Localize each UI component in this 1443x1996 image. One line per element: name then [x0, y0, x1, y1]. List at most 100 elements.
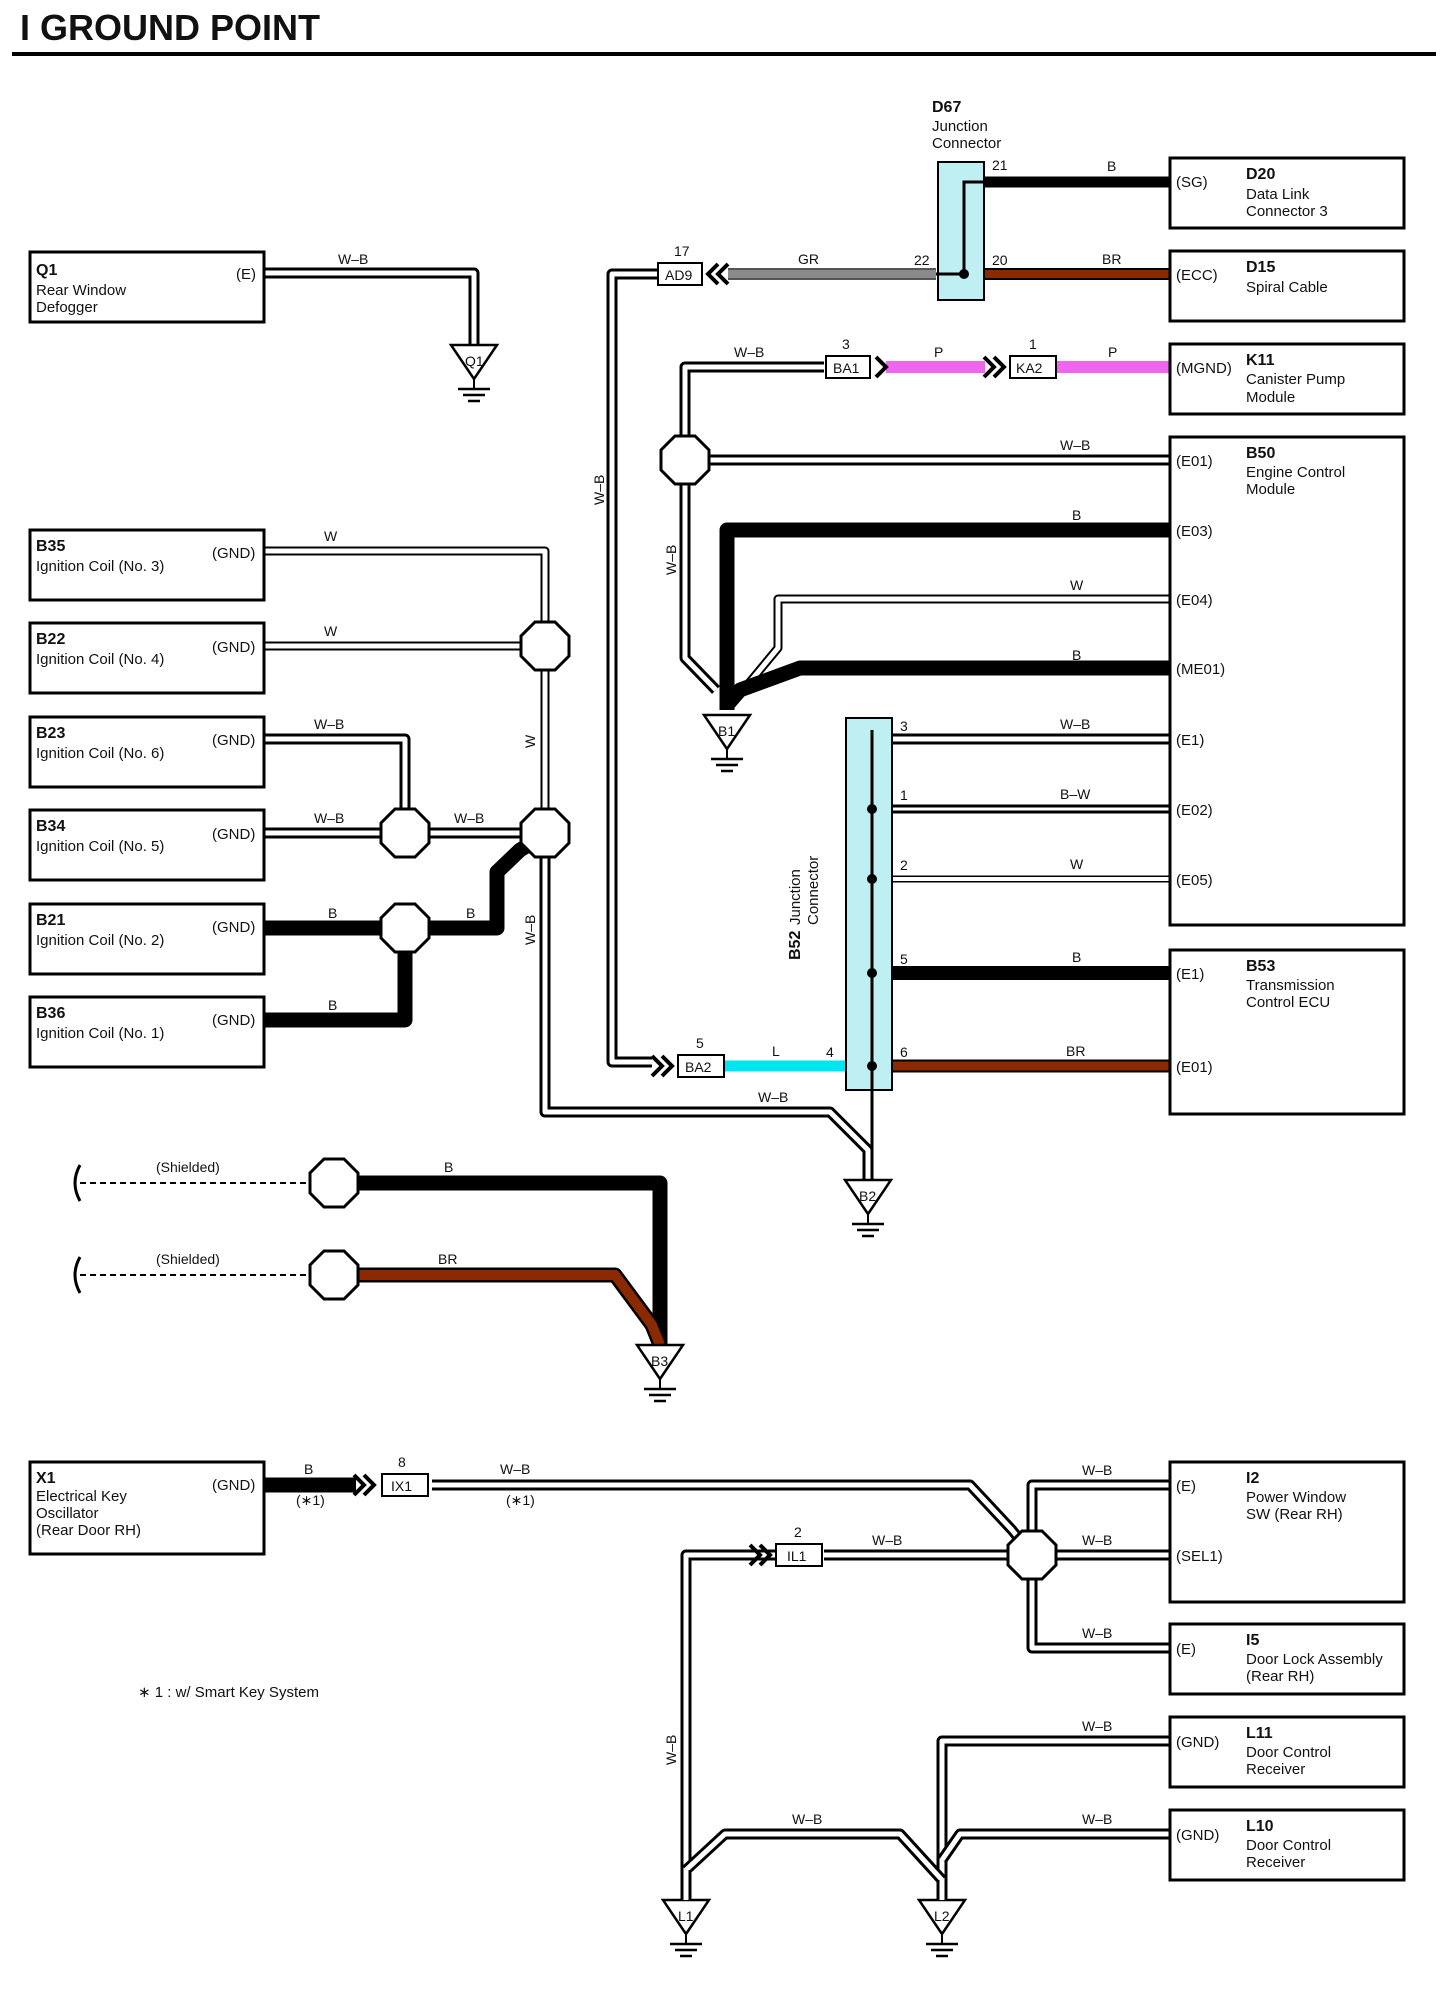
component-b36: B36 Ignition Coil (No. 1) (GND) [28, 995, 266, 1069]
label-wire-b53-e01: BR [1066, 1043, 1085, 1059]
svg-text:Connector: Connector [805, 856, 822, 925]
label-wire-p1: P [934, 344, 943, 360]
svg-text:B53: B53 [1246, 958, 1275, 975]
svg-text:Data Link: Data Link [1246, 186, 1310, 203]
ground-b1-icon: B1 [702, 713, 752, 773]
component-b34: B34 Ignition Coil (No. 5) (GND) [28, 808, 266, 882]
svg-text:Power Window: Power Window [1246, 1489, 1346, 1506]
connector-ix1: IX1 8 [352, 1454, 429, 1497]
svg-text:(GND): (GND) [212, 545, 255, 562]
splice-b1-upper [659, 434, 711, 486]
svg-text:Canister Pump: Canister Pump [1246, 371, 1345, 388]
ground-b3-icon: B3 [635, 1343, 685, 1403]
label-wire-l11: W–B [1082, 1718, 1112, 1734]
svg-text:Door Control: Door Control [1246, 1837, 1331, 1854]
svg-text:L11: L11 [1246, 1725, 1273, 1742]
svg-text:Door Control: Door Control [1246, 1744, 1331, 1761]
wire-l1-l2 [682, 1828, 947, 1884]
label-wire-q1: W–B [338, 251, 368, 267]
svg-text:(GND): (GND) [1176, 1827, 1219, 1844]
svg-text:4: 4 [826, 1044, 834, 1060]
svg-text:B34: B34 [36, 818, 65, 835]
svg-text:B52: B52 [787, 931, 804, 960]
label-wire-i2e: W–B [1082, 1462, 1112, 1478]
component-b50: B50 Engine Control Module (E01) (E03) (E… [1168, 435, 1406, 927]
label-wire-ix1-note: (∗1) [506, 1492, 535, 1508]
svg-text:I2: I2 [1246, 1470, 1259, 1487]
shield2-end-icon [73, 1256, 82, 1294]
title-rule [12, 52, 1436, 56]
component-b23: B23 Ignition Coil (No. 6) (GND) [28, 715, 266, 789]
svg-text:L2: L2 [934, 1908, 950, 1924]
shield1-end-icon [73, 1164, 82, 1202]
svg-text:B1: B1 [718, 723, 735, 739]
label-wire-sh2c: BR [438, 1251, 457, 1267]
svg-text:8: 8 [398, 1454, 406, 1470]
svg-text:(GND): (GND) [212, 732, 255, 749]
svg-text:(Rear RH): (Rear RH) [1246, 1668, 1314, 1685]
svg-text:D67: D67 [932, 99, 961, 116]
svg-text:Spiral Cable: Spiral Cable [1246, 279, 1328, 296]
label-wire-ba1: W–B [734, 344, 764, 360]
splice-shield1 [308, 1157, 360, 1209]
wire-q1 [264, 267, 480, 345]
svg-text:B23: B23 [36, 725, 65, 742]
ground-l2-icon: L2 [917, 1898, 967, 1958]
svg-text:22: 22 [914, 252, 930, 268]
svg-text:Control ECU: Control ECU [1246, 994, 1330, 1011]
label-wire-x1-note: (∗1) [296, 1492, 325, 1508]
svg-text:21: 21 [992, 157, 1008, 173]
connector-ad9: AD9 17 [657, 243, 730, 286]
splice-b23-b34 [379, 807, 431, 859]
svg-text:(SG): (SG) [1176, 174, 1208, 191]
splice-w-upper [519, 620, 571, 672]
svg-text:(MGND): (MGND) [1176, 360, 1232, 377]
svg-text:(GND): (GND) [212, 639, 255, 656]
svg-text:Connector 3: Connector 3 [1246, 203, 1328, 220]
svg-text:AD9: AD9 [665, 267, 692, 283]
svg-text:(E): (E) [1176, 1478, 1196, 1495]
label-wire-b52-e02: B–W [1060, 786, 1091, 802]
label-wire-b21: B [328, 905, 337, 921]
component-i5: I5 Door Lock Assembly (Rear RH) (E) [1168, 1622, 1406, 1696]
label-wire-ba2: L [772, 1043, 780, 1059]
wire-b1-vertical [679, 460, 720, 694]
svg-text:1: 1 [1029, 336, 1037, 352]
label-shield1: (Shielded) [156, 1159, 220, 1175]
label-wire-e01: W–B [1060, 437, 1090, 453]
svg-text:Q1: Q1 [465, 353, 484, 369]
label-wire-b36: B [328, 997, 337, 1013]
connector-ka2: KA2 1 [982, 336, 1057, 379]
svg-text:5: 5 [900, 951, 908, 967]
svg-text:Receiver: Receiver [1246, 1854, 1305, 1871]
svg-text:(GND): (GND) [212, 1477, 255, 1494]
svg-text:5: 5 [696, 1035, 704, 1051]
svg-text:L1: L1 [678, 1908, 694, 1924]
svg-text:X1: X1 [36, 1470, 56, 1487]
wire-l10 [937, 1828, 1170, 1864]
svg-text:(ECC): (ECC) [1176, 267, 1218, 284]
svg-text:K11: K11 [1246, 352, 1275, 369]
svg-text:Module: Module [1246, 389, 1295, 406]
ground-l1-icon: L1 [661, 1898, 711, 1958]
svg-text:(E1): (E1) [1176, 966, 1204, 983]
svg-text:Oscillator: Oscillator [36, 1505, 99, 1522]
svg-text:B21: B21 [36, 912, 65, 929]
label-wire-l1-l2: W–B [792, 1811, 822, 1827]
svg-text:Engine Control: Engine Control [1246, 464, 1345, 481]
svg-text:D20: D20 [1246, 166, 1275, 183]
label-wire-l1-vert: W–B [663, 1735, 679, 1765]
label-wire-wb-vert: W–B [522, 915, 538, 945]
svg-text:2: 2 [794, 1524, 802, 1540]
label-wire-sh1c: B [444, 1159, 453, 1175]
label-wire-ix1: W–B [500, 1461, 530, 1477]
svg-text:B3: B3 [651, 1353, 668, 1369]
wire-wb-vertical [539, 835, 874, 1180]
wire-b35 [264, 546, 550, 835]
label-wire-b34: W–B [314, 810, 344, 826]
svg-text:D15: D15 [1246, 259, 1275, 276]
label-wire-gr: GR [798, 251, 819, 267]
svg-text:Module: Module [1246, 481, 1295, 498]
label-wire-l10: W–B [1082, 1811, 1112, 1827]
svg-text:(E): (E) [1176, 1641, 1196, 1658]
